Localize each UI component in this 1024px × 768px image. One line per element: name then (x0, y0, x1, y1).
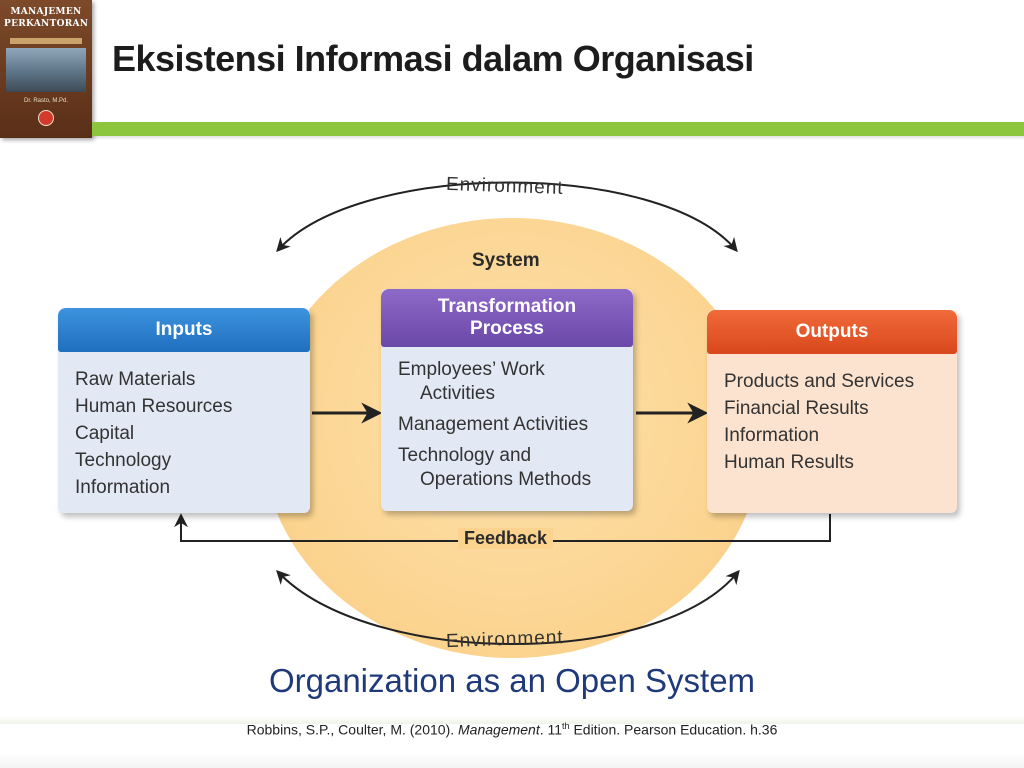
list-item: Management Activities (398, 414, 589, 435)
inputs-list: Raw Materials Human Resources Capital Te… (58, 352, 310, 501)
environment-top-arrow (276, 181, 738, 253)
inputs-box: Inputs Raw Materials Human Resources Cap… (58, 308, 310, 513)
book-cover-photo (6, 48, 86, 92)
publisher-logo-icon (38, 110, 54, 126)
list-item: Employees’ Work Activities (398, 359, 545, 404)
book-cover-image: MANAJEMEN PERKANTORAN Dr. Rasto, M.Pd. (0, 0, 92, 138)
transformation-box: Transformation Process Employees’ Work A… (381, 289, 633, 511)
citation: Robbins, S.P., Coulter, M. (2010). Manag… (246, 721, 778, 738)
citation-book-title: Management (458, 721, 540, 738)
list-item: Products and Services (724, 371, 915, 392)
outputs-header: Outputs (707, 310, 957, 354)
bottom-strip (0, 752, 1024, 768)
list-item: Human Results (724, 452, 854, 473)
transformation-title-line1: Transformation (437, 296, 577, 317)
slide-title: Eksistensi Informasi dalam Organisasi (112, 38, 754, 79)
book-cover-author: Dr. Rasto, M.Pd. (23, 98, 68, 104)
transformation-title-line2: Process (470, 318, 544, 339)
title-accent-bar (92, 122, 1024, 136)
outputs-list: Products and Services Financial Results … (707, 354, 957, 476)
outputs-box: Outputs Products and Services Financial … (707, 310, 957, 513)
environment-bottom-arrow (276, 569, 740, 645)
transformation-list: Employees’ Work Activities Management Ac… (381, 347, 633, 492)
list-item: Information (75, 477, 171, 498)
footer-bar (0, 716, 1024, 724)
inputs-header: Inputs (58, 308, 310, 352)
list-item: Technology and Operations Methods (398, 445, 592, 490)
list-item: Information (724, 425, 820, 446)
feedback-label: Feedback (458, 528, 554, 549)
list-item: Technology (75, 450, 172, 471)
diagram-caption: Organization as an Open System (268, 662, 756, 699)
environment-bottom-label: Environment (446, 627, 564, 652)
book-cover-band (10, 38, 82, 44)
list-item: Financial Results (724, 398, 869, 419)
list-item: Raw Materials (75, 369, 196, 390)
system-label: System (472, 250, 540, 271)
environment-top-label: Environment (446, 174, 564, 199)
transformation-header: Transformation Process (381, 289, 633, 347)
book-cover-title: MANAJEMEN PERKANTORAN (4, 7, 89, 29)
list-item: Human Resources (75, 396, 233, 417)
list-item: Capital (75, 423, 135, 444)
title-accent-shadow (92, 136, 1024, 140)
